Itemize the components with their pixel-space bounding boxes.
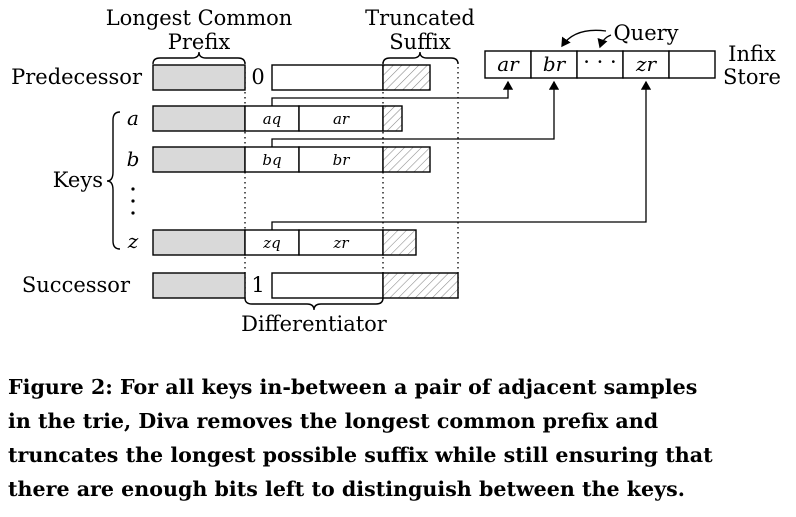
key-a-prefix — [152, 105, 246, 132]
predecessor-suffix — [382, 64, 431, 91]
predecessor-bit: 0 — [251, 65, 264, 89]
connector-b — [271, 80, 560, 147]
trunc-header: Truncated — [365, 6, 475, 30]
store-slot-ar — [484, 50, 532, 79]
lcp-header: Longest Common — [106, 6, 293, 30]
key-b-q — [244, 146, 300, 173]
keys-label: Keys — [53, 168, 103, 192]
store-slot-zr — [622, 50, 670, 79]
lcp-brace — [152, 51, 246, 65]
store-slot-empty — [668, 50, 716, 79]
caption-line: truncates the longest possible suffix wh… — [8, 443, 713, 467]
figure-caption: Figure 2: For all keys in-between a pair… — [8, 370, 792, 506]
infix-store-label: Infix — [728, 42, 776, 66]
key-z-r — [298, 229, 384, 256]
store-slot-br-text: br — [543, 52, 567, 76]
key-z-suffix — [382, 229, 417, 256]
successor-suffix — [382, 272, 459, 299]
query-label: Query — [613, 21, 678, 45]
key-b-r — [298, 146, 384, 173]
key-a-r-text: ar — [333, 110, 350, 128]
key-a-label: a — [127, 106, 139, 130]
store-slot-dots-text: · · · — [583, 50, 616, 74]
store-slot-zr-text: zr — [635, 52, 658, 76]
store-slot-dots — [576, 50, 624, 79]
query-arrow-down — [597, 34, 612, 49]
key-z-r-text: zr — [332, 234, 349, 252]
successor-body — [271, 272, 384, 299]
key-z-prefix — [152, 229, 246, 256]
successor-prefix — [152, 272, 246, 299]
trunc-brace — [382, 51, 459, 65]
key-b-suffix — [382, 146, 431, 173]
key-a-suffix — [382, 105, 403, 132]
key-b-r-text: br — [333, 151, 351, 169]
diva-diagram: Longest Common Prefix Truncated Suffix P… — [11, 6, 781, 336]
infix-store-label-2: Store — [723, 65, 781, 89]
keys-ellipsis-dot — [131, 211, 135, 215]
caption-line: in the trie, Diva removes the longest co… — [8, 409, 659, 433]
caption-line: there are enough bits left to distinguis… — [8, 477, 685, 501]
query-arrow-left — [561, 29, 607, 48]
successor-label: Successor — [22, 273, 131, 297]
keys-ellipsis-dot — [131, 199, 135, 203]
key-a-q-text: aq — [263, 110, 282, 128]
key-z-q-text: zq — [262, 234, 281, 252]
caption-line: Figure 2: For all keys in-between a pair… — [8, 375, 698, 399]
trunc-header-2: Suffix — [389, 30, 451, 54]
store-slot-br — [530, 50, 578, 79]
predecessor-prefix — [152, 64, 246, 91]
keys-brace — [106, 111, 121, 250]
differentiator-brace — [244, 297, 384, 311]
keys-ellipsis-dot — [131, 187, 135, 191]
key-b-q-text: bq — [262, 151, 281, 169]
differentiator-label: Differentiator — [241, 312, 388, 336]
store-slot-ar-text: ar — [497, 52, 520, 76]
predecessor-body — [271, 64, 384, 91]
key-z-label: z — [127, 229, 139, 253]
key-b-prefix — [152, 146, 246, 173]
key-b-label: b — [127, 147, 140, 171]
predecessor-label: Predecessor — [11, 65, 143, 89]
connector-z — [271, 80, 652, 230]
lcp-header-2: Prefix — [168, 30, 231, 54]
successor-bit: 1 — [251, 273, 264, 297]
connector-a — [271, 80, 514, 106]
